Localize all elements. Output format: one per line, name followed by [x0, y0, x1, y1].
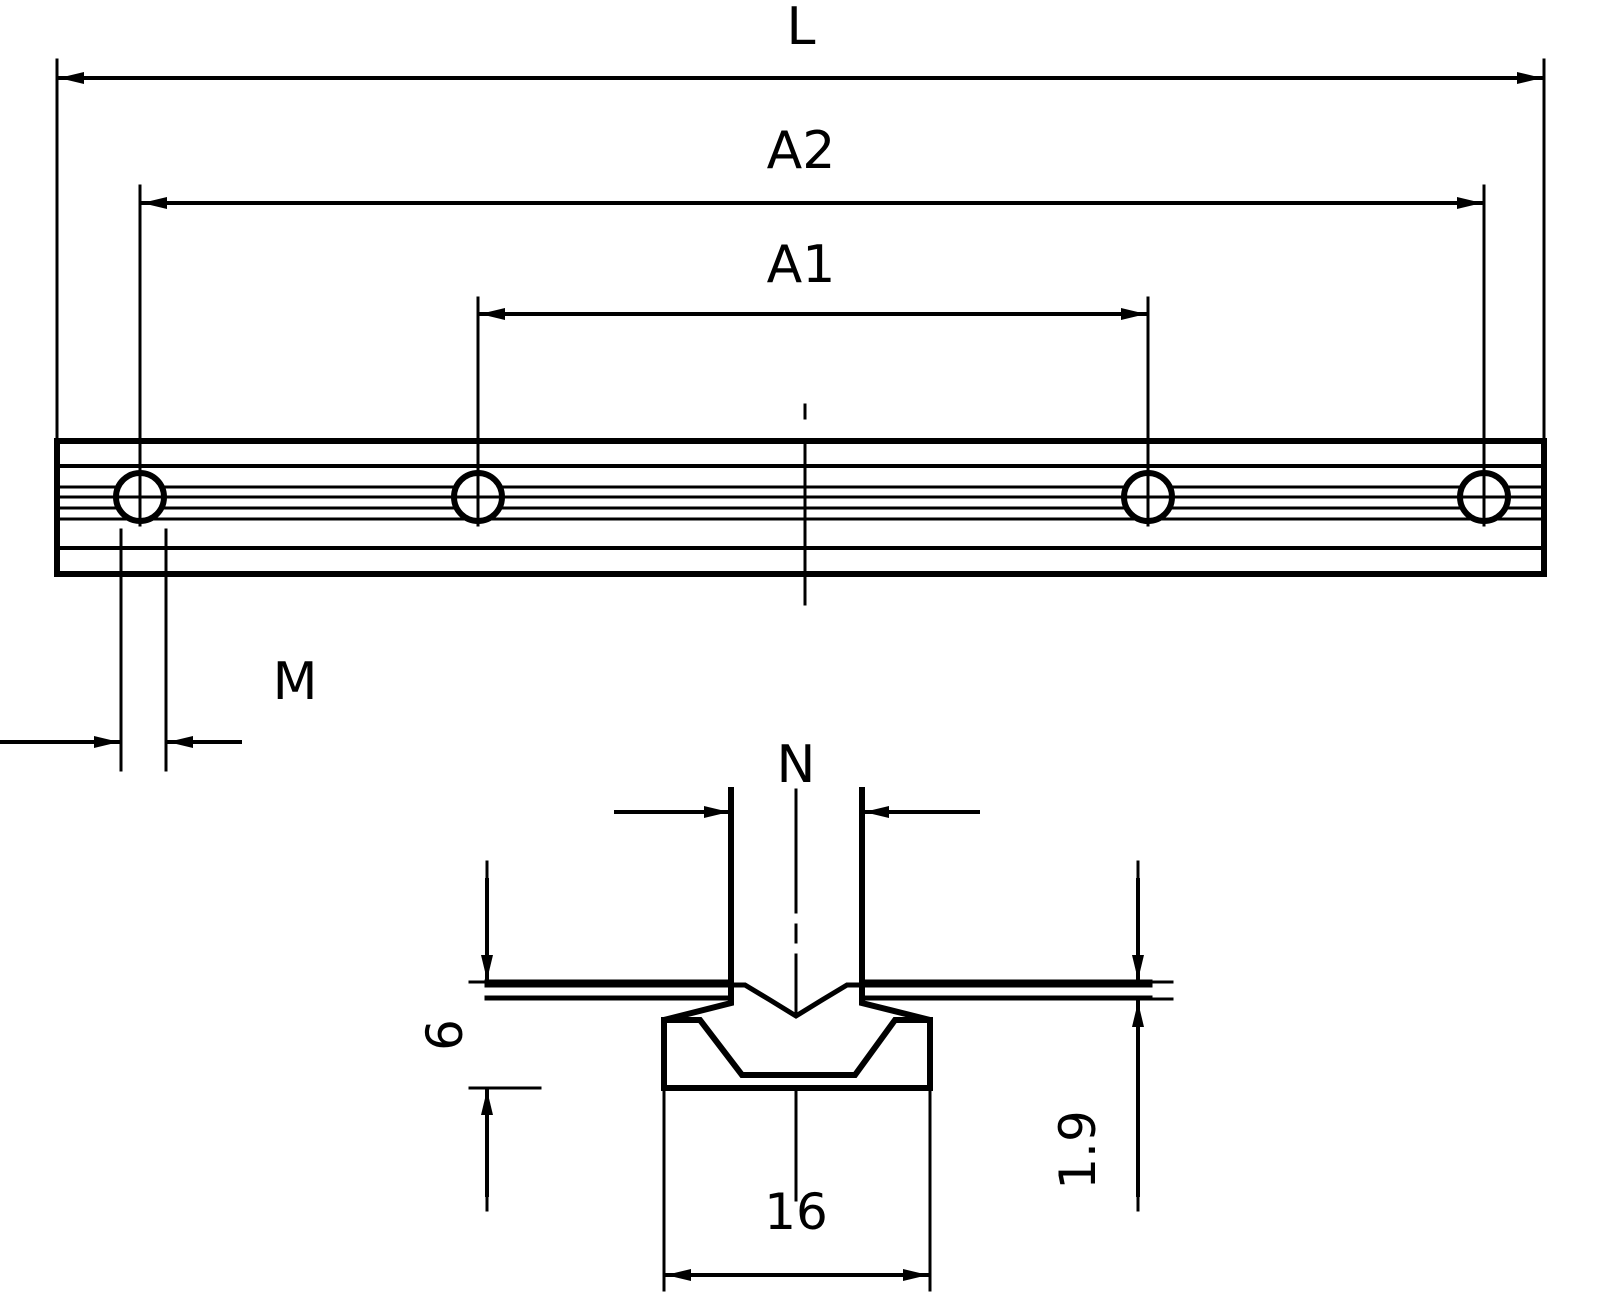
- label-A1: A1: [767, 235, 836, 295]
- extension-lines: [55, 58, 1546, 472]
- mounting-hole: [448, 467, 508, 527]
- dimension-6: [468, 860, 542, 1212]
- mounting-hole: [110, 467, 170, 527]
- mounting-hole: [1118, 467, 1178, 527]
- label-N: N: [777, 735, 816, 795]
- label-thickness-1-9: 1.9: [1049, 1110, 1107, 1190]
- label-A2: A2: [767, 121, 836, 181]
- top-view-rail-body: [54, 438, 1547, 577]
- dimension-1-9: [1116, 860, 1174, 1212]
- label-width-16: 16: [764, 1183, 828, 1241]
- dimension-16: [662, 1086, 932, 1292]
- label-height-6: 6: [416, 1019, 474, 1051]
- dimension-M: [0, 528, 242, 772]
- mounting-hole: [1454, 467, 1514, 527]
- label-M: M: [273, 652, 318, 712]
- section-profile: [484, 787, 1153, 1091]
- label-L: L: [787, 0, 816, 57]
